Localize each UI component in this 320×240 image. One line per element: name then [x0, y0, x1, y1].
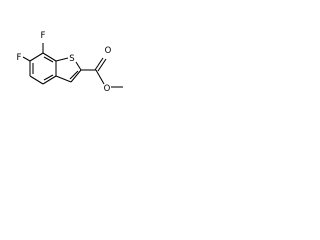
bond-carbonyl-o-double-b	[97, 58, 107, 72]
bond-c7-c7a	[42, 52, 57, 62]
bond-c6-c7	[29, 52, 44, 62]
bond-s-c2	[75, 61, 82, 71]
bond-inner-c3a-c4	[43, 74, 54, 81]
atom-o-ester: O	[104, 84, 111, 94]
atom-s-ring: S	[69, 54, 74, 64]
molecule-drawing: F F S O O	[17, 31, 123, 94]
bond-carbonyl-oester	[95, 69, 105, 85]
bond-c4-c5	[29, 75, 44, 85]
bond-inner-c7-c7a	[43, 56, 54, 63]
bond-c3-c3a	[55, 75, 72, 83]
bond-c6-f	[22, 56, 31, 62]
bond-carbonyl-o-double-a	[94, 57, 104, 71]
bond-c2-c3	[70, 69, 82, 83]
atom-o-carbonyl: O	[105, 46, 112, 56]
structure-canvas: F F S O O	[0, 0, 152, 152]
atom-f-top: F	[41, 31, 46, 41]
atom-f-left: F	[17, 53, 22, 63]
bond-inner-c2-c3	[69, 70, 79, 80]
bond-c7a-s	[55, 57, 69, 62]
bond-c3a-c4	[42, 75, 57, 85]
